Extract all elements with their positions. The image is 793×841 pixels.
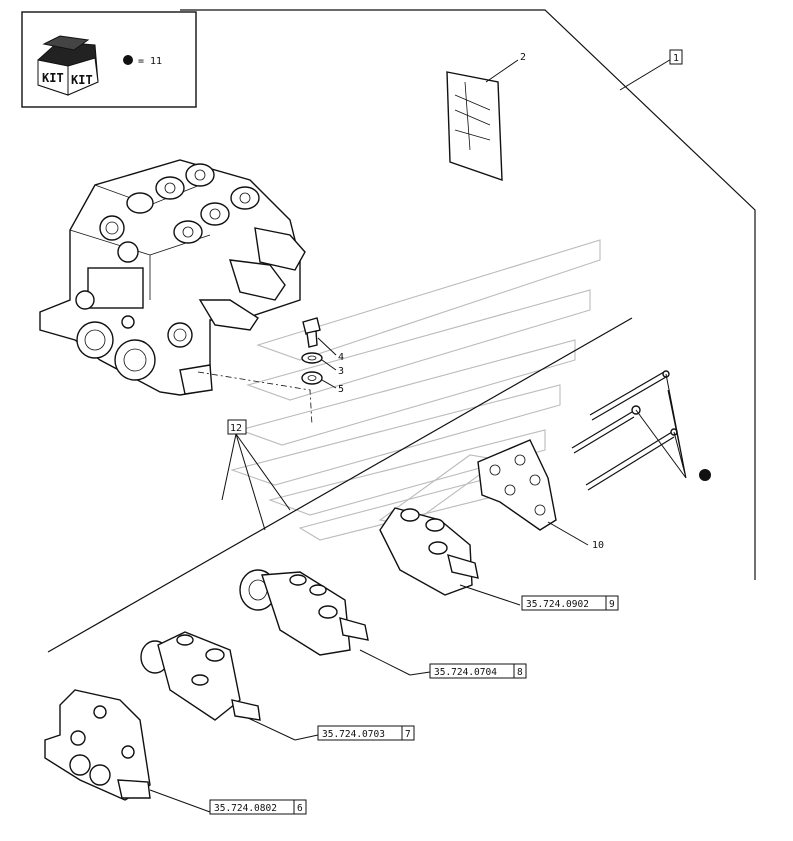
reference-index-9: 9 bbox=[609, 599, 615, 610]
frame-lines bbox=[47, 9, 756, 653]
reference-code-8: 35.724.0704 bbox=[434, 667, 497, 678]
section-6 bbox=[44, 689, 211, 813]
kit-label-left: KIT bbox=[42, 71, 64, 85]
section-8 bbox=[239, 569, 411, 676]
callout-4-label: 4 bbox=[338, 352, 344, 363]
kit-box-icon: KIT KIT bbox=[37, 35, 99, 96]
callout-3-label: 3 bbox=[338, 366, 344, 377]
reference-label-8[interactable]: 35.724.0704 8 bbox=[409, 663, 527, 679]
kit-dot-icon bbox=[123, 55, 133, 65]
callout-5-label: 5 bbox=[338, 384, 344, 395]
assembly-centerline bbox=[197, 371, 313, 426]
kit-legend-frame bbox=[21, 11, 197, 108]
kit-equals-text: = 11 bbox=[138, 56, 162, 67]
main-valve-block bbox=[39, 159, 306, 396]
callout-12: 12 bbox=[221, 419, 291, 531]
reference-index-8: 8 bbox=[517, 667, 523, 678]
kit-marker-dot bbox=[699, 469, 711, 481]
section-9 bbox=[379, 507, 521, 606]
bolt-and-washers: 4 3 5 bbox=[301, 317, 344, 395]
reference-label-6[interactable]: 35.724.0802 6 bbox=[209, 799, 307, 815]
section-7 bbox=[140, 631, 296, 741]
reference-code-7: 35.724.0703 bbox=[322, 729, 385, 740]
kit-legend: KIT KIT = 11 bbox=[21, 11, 197, 108]
callout-2-label: 2 bbox=[520, 52, 526, 63]
svg-text:12: 12 bbox=[230, 423, 242, 434]
callout-1: 1 bbox=[669, 49, 683, 65]
reference-index-7: 7 bbox=[405, 729, 411, 740]
reference-index-6: 6 bbox=[297, 803, 303, 814]
reference-label-7[interactable]: 35.724.0703 7 bbox=[294, 725, 415, 741]
callout-10-label: 10 bbox=[592, 540, 604, 551]
kit-label-right: KIT bbox=[71, 73, 93, 87]
tie-rods-and-bracket: 10 bbox=[477, 370, 711, 551]
reference-label-9[interactable]: 35.724.0902 9 bbox=[521, 595, 619, 611]
reference-code-6: 35.724.0802 bbox=[214, 803, 277, 814]
svg-text:1: 1 bbox=[673, 53, 679, 64]
reference-code-9: 35.724.0902 bbox=[526, 599, 589, 610]
manual-booklet: 2 bbox=[446, 52, 526, 181]
